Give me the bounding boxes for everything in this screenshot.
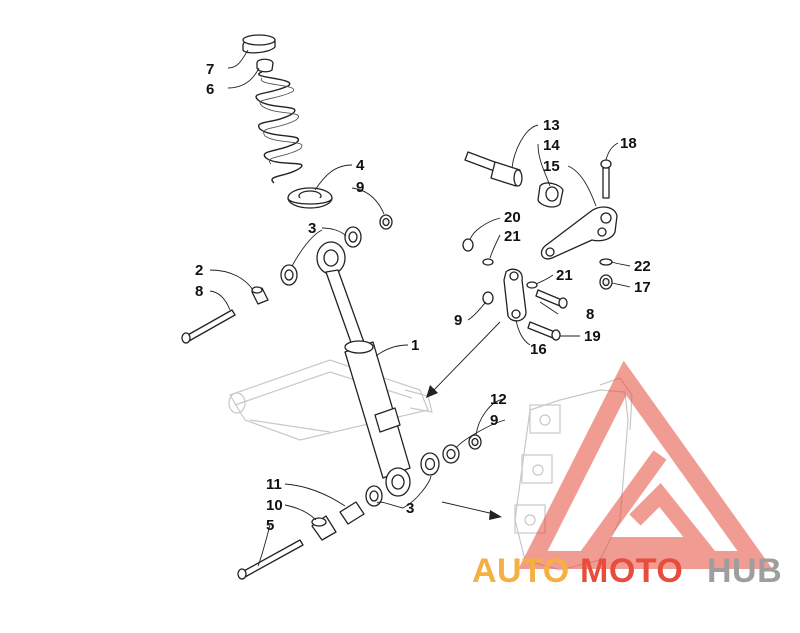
link-nut-lower	[482, 291, 494, 305]
lower-bushing-right	[420, 452, 440, 476]
callout-15: 15	[543, 158, 560, 175]
callout-9-lower: 9	[490, 412, 498, 429]
upper-sleeve	[251, 286, 269, 305]
callout-7: 7	[206, 61, 214, 78]
callout-17: 17	[634, 279, 651, 296]
link-bolt-upper	[535, 289, 568, 309]
lower-bushing-left	[365, 485, 383, 507]
callout-3-upper: 3	[308, 220, 316, 237]
watermark-logo	[518, 360, 773, 569]
lower-bolt	[237, 539, 304, 580]
lower-sleeve-11	[339, 501, 365, 525]
a-arm-outline	[228, 359, 433, 441]
callout-2: 2	[195, 262, 203, 279]
upper-nut	[379, 214, 393, 230]
watermark-word-hub: HUB	[707, 552, 782, 590]
link-bolt-lower	[527, 321, 561, 341]
callout-18: 18	[620, 135, 637, 152]
link-washer-lower	[526, 281, 538, 289]
callout-21-upper: 21	[504, 228, 521, 245]
callout-3-lower: 3	[406, 500, 414, 517]
callout-9-upper: 9	[356, 179, 364, 196]
leader-lines	[209, 49, 631, 567]
callout-4: 4	[356, 157, 365, 174]
callout-labels: 7 6 4 9 3 2 8 1 12 9 3 11 10 5 13 14 15 …	[195, 61, 651, 534]
shock-absorber	[316, 241, 411, 497]
spring-cap	[242, 34, 276, 73]
link-washer-upper	[482, 258, 494, 266]
callout-13: 13	[543, 117, 560, 134]
callout-12: 12	[490, 391, 507, 408]
watermark-word-moto: MOTO	[580, 552, 683, 590]
watermark-wordmark: AUTO MOTO HUB	[472, 552, 782, 590]
upper-bushing-right	[344, 226, 362, 248]
callout-20: 20	[504, 209, 521, 226]
lower-sleeve-10	[311, 515, 337, 541]
arrow-to-a-arm	[426, 321, 501, 398]
callout-10: 10	[266, 497, 283, 514]
callout-11: 11	[266, 476, 282, 493]
callout-5: 5	[266, 517, 274, 534]
callout-8-upper: 8	[195, 283, 203, 300]
callout-9-link: 9	[454, 312, 462, 329]
watermark-word-auto: AUTO	[472, 552, 570, 590]
callout-21-lower: 21	[556, 267, 573, 284]
upper-bushing-left	[280, 264, 298, 286]
upper-bolt	[181, 309, 236, 344]
arrow-to-track	[441, 501, 502, 520]
bellcrank-bolt	[600, 159, 612, 199]
callout-16: 16	[530, 341, 547, 358]
callout-14: 14	[543, 137, 560, 154]
callout-8-lower: 8	[586, 306, 594, 323]
coil-spring	[255, 71, 303, 184]
bellcrank-nut	[599, 274, 613, 290]
callout-22: 22	[634, 258, 651, 275]
cable-boot	[537, 182, 564, 208]
lower-nut	[468, 434, 482, 450]
callout-1: 1	[411, 337, 419, 354]
lower-bushing-outer	[442, 444, 460, 464]
bellcrank-arm	[540, 206, 618, 260]
control-cable	[464, 151, 523, 187]
spring-seat	[287, 187, 333, 209]
link-nut-upper	[462, 238, 474, 252]
bellcrank-washer	[599, 258, 613, 266]
callout-19: 19	[584, 328, 601, 345]
link-plate	[503, 268, 527, 322]
callout-6: 6	[206, 81, 214, 98]
